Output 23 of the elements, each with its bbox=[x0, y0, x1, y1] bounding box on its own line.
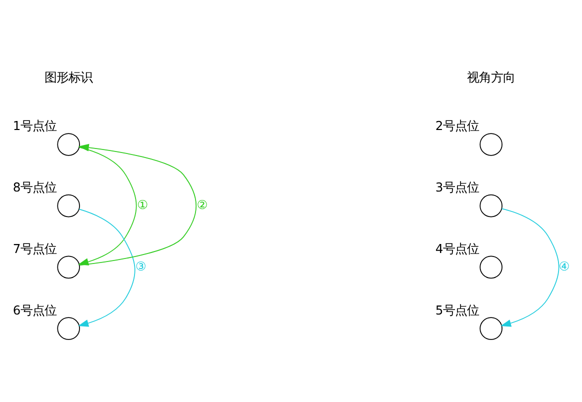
node-label: 4号点位 bbox=[435, 242, 480, 256]
node-circle bbox=[57, 194, 80, 218]
node-circle bbox=[57, 133, 80, 156]
node-label: 8号点位 bbox=[12, 180, 57, 195]
arrow bbox=[500, 208, 560, 327]
node-circle bbox=[480, 317, 502, 340]
node-circle bbox=[480, 194, 502, 218]
node-label: 2号点位 bbox=[435, 119, 480, 134]
node-circle bbox=[480, 133, 502, 156]
node-label: 3号点位 bbox=[435, 180, 480, 195]
edge-label: ② bbox=[196, 198, 208, 212]
node-label: 1号点位 bbox=[12, 119, 57, 134]
node-circle bbox=[57, 317, 80, 340]
node-label: 6号点位 bbox=[12, 303, 57, 318]
label: 图形标识 bbox=[44, 70, 93, 85]
edge-label: ③ bbox=[135, 259, 146, 274]
edge-label: ① bbox=[137, 198, 148, 212]
node-label: 7号点位 bbox=[12, 242, 57, 256]
node-label: 5号点位 bbox=[435, 303, 480, 318]
label: 视角方向 bbox=[467, 70, 516, 85]
node-circle bbox=[480, 256, 502, 279]
edge-label: ④ bbox=[558, 259, 570, 274]
node-circle bbox=[57, 256, 80, 279]
